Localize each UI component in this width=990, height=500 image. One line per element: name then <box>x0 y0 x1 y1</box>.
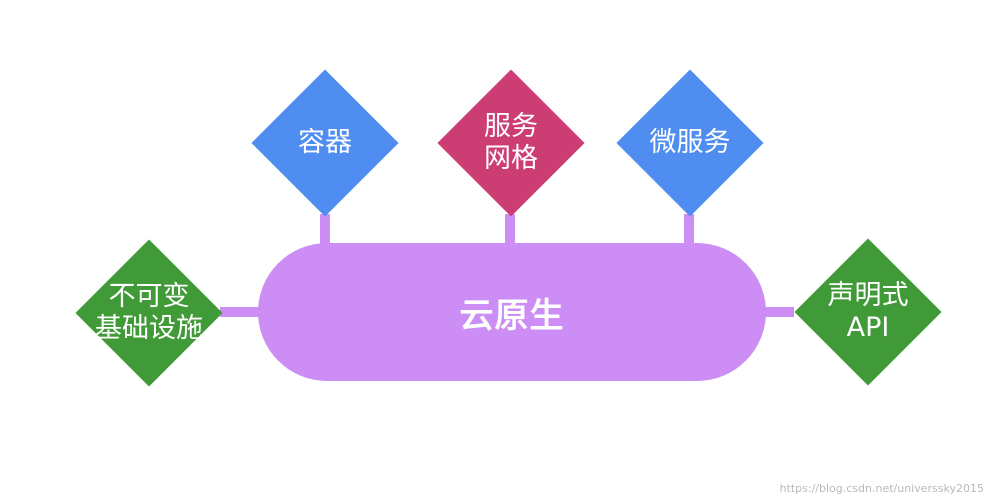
connector-containers <box>320 214 330 245</box>
microservices-label: 微服务 <box>649 127 731 158</box>
connector-immutable-infrastructure <box>220 307 260 317</box>
immutable-infrastructure-label: 不可变 基础设施 <box>95 281 203 344</box>
cloud-native-node: 云原生 <box>258 243 766 381</box>
connector-microservices <box>684 214 694 245</box>
declarative-api-label: 声明式 API <box>827 280 909 343</box>
connector-declarative-api <box>764 307 794 317</box>
connector-service-mesh <box>505 214 515 245</box>
cloud-native-label: 云原生 <box>459 295 565 336</box>
watermark-url: https://blog.csdn.net/universsky2015 <box>779 482 984 495</box>
service-mesh-label: 服务 网格 <box>484 111 538 174</box>
containers-label: 容器 <box>298 127 352 158</box>
